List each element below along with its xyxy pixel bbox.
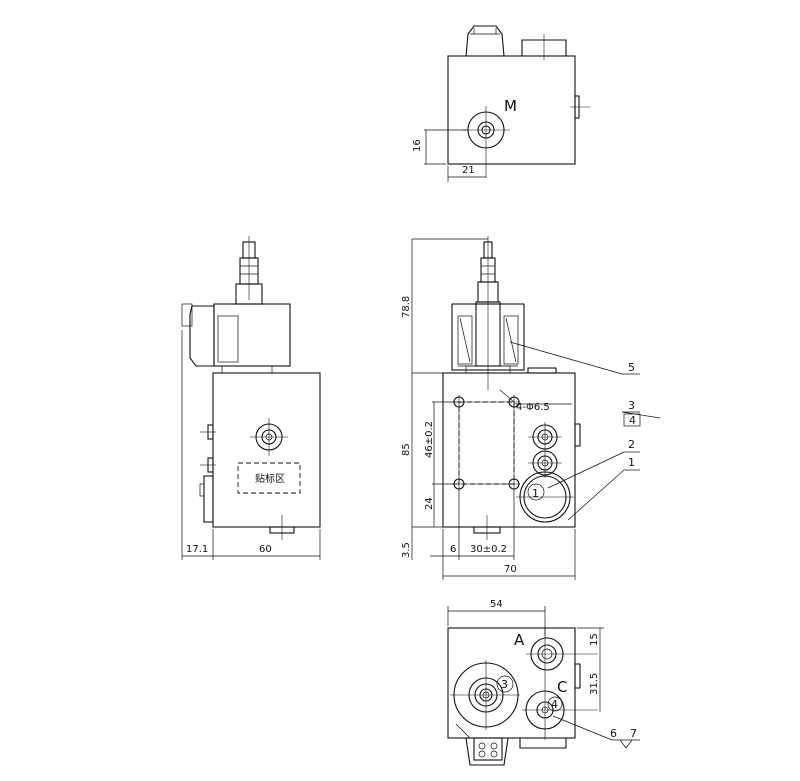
side-view: 贴标区 17.1 60 [181, 236, 321, 560]
bottom-view: A C 3 4 54 15 [447, 599, 640, 766]
callout-2: 2 [628, 438, 635, 451]
front-dim-78-8: 78.8 [401, 296, 412, 318]
port-c-label: C [557, 678, 567, 696]
front-dim-46: 46±0.2 [424, 421, 435, 458]
bottom-dim-15: 15 [589, 633, 600, 646]
label-area-text: 贴标区 [255, 472, 285, 485]
callout-6: 6 [610, 727, 617, 740]
front-view: 4-Φ6.5 1 78.8 85 3.5 46±0.2 24 [401, 236, 581, 580]
port-a-label: A [514, 631, 525, 649]
mounting-holes-note: 4-Φ6.5 [516, 402, 550, 413]
front-callouts: 5 3 4 2 1 [509, 341, 661, 521]
port3-num: 3 [501, 678, 508, 691]
port4-num: 4 [551, 698, 558, 711]
mounting-pattern [458, 401, 515, 485]
callout-7: 7 [630, 727, 637, 740]
callout-1: 1 [628, 456, 635, 469]
m-port-label: M [504, 97, 517, 115]
top-dim-16: 16 [412, 139, 423, 152]
front-dim-85: 85 [401, 443, 412, 456]
bottom-dim-54: 54 [490, 599, 503, 610]
front-dim-3-5: 3.5 [401, 542, 412, 558]
front-port-bubble: 1 [532, 487, 539, 500]
side-dim-17-1: 17.1 [186, 544, 208, 555]
top-dim-21: 21 [462, 165, 475, 176]
callout-5: 5 [628, 361, 635, 374]
top-view: M 16 21 [412, 25, 590, 182]
front-dim-30: 30±0.2 [470, 544, 507, 555]
label-area [237, 462, 301, 494]
front-dim-24: 24 [424, 497, 435, 510]
front-dim-6: 6 [450, 544, 456, 555]
front-dim-70: 70 [504, 564, 517, 575]
callout-4: 4 [629, 414, 636, 427]
bottom-dim-31-5: 31.5 [589, 673, 600, 695]
callout-3: 3 [628, 399, 635, 412]
side-dim-60: 60 [259, 544, 272, 555]
